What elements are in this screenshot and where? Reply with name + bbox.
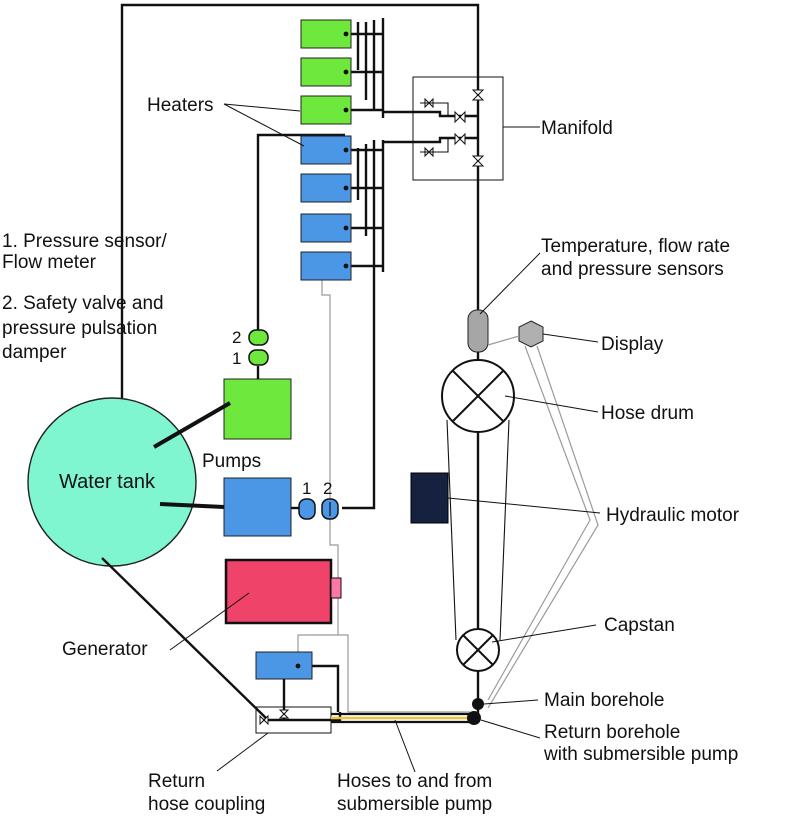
manifold-valves [424,89,485,167]
pumps-label: Pumps [202,451,261,472]
capstan-cross [462,634,494,666]
main-borehole-leader [483,699,539,705]
heater-unit-green-3 [300,95,352,125]
component-number-1-low: 1 [302,479,311,498]
heater-unit-green-2 [300,57,352,87]
return-borehole-leader [480,719,541,739]
blue-component-1 [298,498,316,520]
manifold-bypass-lines [420,102,449,153]
safety-valve-label-2: pressure pulsation [2,318,157,339]
capstan-label: Capstan [604,615,675,636]
heaters-leader-2 [223,103,305,147]
green-pump-line [256,133,345,330]
generator-port [330,577,342,599]
main-supply-pipe [120,3,480,438]
return-coupling-label-2: hose coupling [148,794,265,815]
hose-drum-label: Hose drum [601,403,694,424]
coupling-leader [216,732,269,772]
tank-to-green-pump [152,401,232,449]
main-borehole-label: Main borehole [544,690,664,711]
main-borehole [472,698,484,710]
component-number-2-low: 2 [323,479,332,498]
generator-label: Generator [62,639,148,660]
temperature-sensor [467,309,489,353]
heater-unit-blue-2 [300,173,352,203]
coupling-valves [259,709,290,726]
safety-valve-label-1: 2. Safety valve and [2,293,164,314]
water-tank [27,397,197,567]
pump-green [223,378,292,440]
green-component-1 [248,349,269,366]
sensors-label-2: and pressure sensors [541,259,724,280]
sensors-leader [479,252,541,315]
return-borehole-label-1: Return borehole [544,722,680,743]
display-label: Display [601,334,664,355]
pressure-sensor-label-1: 1. Pressure sensor/ [2,231,167,252]
return-coupling-label-1: Return [148,771,205,792]
heater-unit-blue-1 [300,135,352,165]
gray-return-line [297,270,339,660]
hydraulic-motor-leader [447,497,601,514]
heater-unit-blue-3 [300,213,352,243]
capstan-leader [491,624,597,643]
generator [224,558,333,625]
tank-to-blue-pump [159,502,225,509]
return-borehole-label-2: with submersible pump [543,744,738,765]
return-borehole [467,711,481,725]
heaters-label: Heaters [147,95,214,116]
hydraulic-motor [410,472,449,524]
return-pump-unit [255,651,313,680]
hoses-label-1: Hoses to and from [337,771,492,792]
hoses-leader [394,719,416,773]
blue-heater-stubs [347,148,383,268]
display-cable-2 [487,345,599,709]
coupling-pipes [262,679,342,722]
blue-pump-line [342,272,376,510]
hydraulic-motor-label: Hydraulic motor [606,505,740,526]
component-number-1-top: 1 [232,349,241,368]
hose-drum-cross [452,370,504,422]
heater-bus-blue [356,140,376,272]
green-heater-stubs [347,32,383,112]
heaters-leader-1 [223,103,301,112]
hoses-label-2: submersible pump [337,794,492,815]
pump-blue [223,477,292,537]
gray-return-line-2 [338,634,470,713]
hose-drum-leader [504,395,599,413]
heater-unit-blue-4 [300,251,352,281]
manifold-box [412,76,504,181]
display-unit [518,320,544,348]
return-pump-dot [295,663,301,669]
manifold-label: Manifold [541,118,613,139]
component-number-2-top: 2 [232,328,241,347]
drum-to-capstan [446,419,510,641]
green-component-2 [248,329,269,346]
safety-valve-label-3: damper [2,342,67,363]
sensors-label-1: Temperature, flow rate [541,236,730,257]
sensor-to-display [487,335,520,346]
water-tank-label: Water tank [59,471,156,493]
display-leader [542,333,599,343]
return-pump-out [312,664,340,712]
pressure-sensor-label-2: Flow meter [2,252,97,273]
display-cable-1 [487,345,591,701]
generator-leader [169,592,250,651]
heater-unit-green-1 [300,19,352,49]
